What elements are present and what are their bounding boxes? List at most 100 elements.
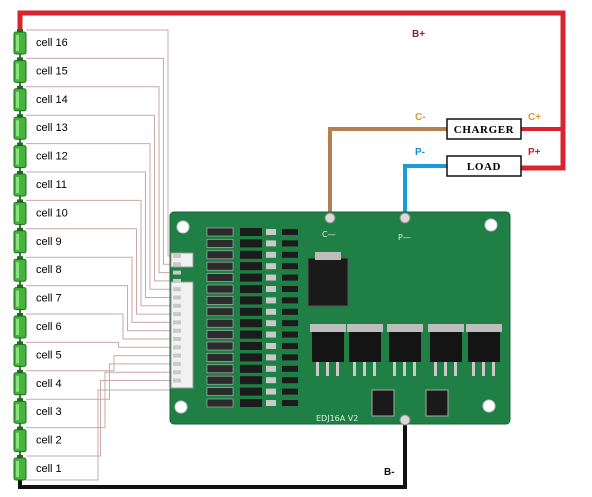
balance-mosfet (240, 228, 262, 236)
b-minus-pad (399, 414, 411, 426)
connector-pin (173, 320, 181, 325)
cell-label: cell 13 (36, 122, 68, 134)
smd-part (266, 308, 276, 315)
balance-sense-wires (26, 29, 171, 481)
balance-connector (170, 281, 194, 389)
pcb-c-minus-label: C— (322, 230, 336, 239)
c-minus-label: C- (415, 112, 426, 123)
battery-cell: cell 4 (13, 369, 62, 396)
battery-cell-highlight (16, 148, 19, 165)
p-minus-label: P- (415, 147, 425, 158)
balance-resistor (206, 239, 234, 248)
battery-cell: cell 2 (13, 426, 62, 453)
balance-mosfet (240, 239, 262, 248)
battery-cell-highlight (16, 375, 19, 392)
smd-part (282, 354, 298, 361)
cell-label: cell 11 (36, 179, 67, 191)
smd-part (282, 240, 298, 247)
smd-part (282, 229, 298, 235)
load-label: LOAD (467, 161, 501, 173)
battery-cell: cell 11 (13, 171, 67, 197)
battery-cell-cap (17, 455, 23, 458)
smd-part (282, 343, 298, 349)
cell-label: cell 14 (36, 94, 68, 106)
battery-cell-body (13, 287, 27, 311)
cell-label: cell 7 (36, 293, 62, 305)
smd-part (266, 354, 276, 361)
cell-label: cell 15 (36, 65, 68, 77)
connector-pin (173, 278, 181, 283)
mosfet-leg (326, 362, 329, 376)
battery-cell: cell 9 (13, 227, 62, 254)
smd-part (266, 388, 276, 395)
battery-cell-cap (17, 85, 23, 89)
mosfet-leg (444, 362, 447, 376)
sense-wire (26, 86, 171, 274)
smd-part (266, 320, 276, 327)
cell-label: cell 9 (36, 236, 62, 248)
c-plus-label: C+ (528, 112, 541, 123)
connector-pin (173, 254, 181, 258)
balance-mosfet (240, 364, 262, 373)
b-minus-label: B- (384, 467, 395, 478)
smd-part (266, 297, 276, 304)
balance-resistor (206, 273, 234, 282)
balance-mosfet (240, 262, 262, 271)
battery-cell-body (13, 429, 27, 453)
battery-cell-body (13, 457, 27, 481)
sense-wire (26, 143, 171, 290)
battery-cell-highlight (16, 347, 19, 364)
sense-wire (26, 355, 171, 372)
connector-pin (173, 353, 181, 358)
battery-cell-cap (17, 227, 23, 231)
battery-cell-body (13, 201, 27, 225)
battery-cell-body (13, 372, 27, 396)
battery-cell: cell 6 (13, 313, 62, 339)
battery-cell-cap (17, 426, 23, 430)
battery-cell-cap (17, 171, 23, 174)
cell-label: cell 4 (36, 378, 62, 390)
cell-label: cell 16 (36, 37, 68, 49)
connector-pin (173, 378, 181, 383)
battery-cell-body (13, 315, 27, 339)
connector-pin (173, 361, 181, 366)
smd-part (266, 240, 276, 247)
balance-mosfet (240, 319, 262, 328)
balance-mosfet (240, 399, 262, 407)
mosfet-leg (316, 362, 319, 376)
battery-cell-body (13, 343, 27, 367)
pcb-model-label: EDJ16A V2 (316, 414, 358, 423)
shunt-left (371, 389, 395, 417)
balance-resistor (206, 261, 234, 271)
mosfet-leg (492, 362, 495, 376)
balance-resistor (206, 387, 234, 396)
smd-part (282, 331, 298, 338)
power-mosfet (310, 324, 346, 376)
battery-cell: cell 3 (13, 398, 62, 424)
battery-cell-body (13, 31, 27, 55)
sense-wire (26, 313, 171, 340)
balance-resistor (206, 330, 234, 339)
mosfet-tab (347, 324, 383, 332)
battery-cell: cell 8 (13, 256, 62, 282)
load-negative-wire (403, 164, 447, 214)
cell-label: cell 3 (36, 406, 62, 418)
bms-pcb: C— P— EDJ16A V2 (169, 211, 511, 426)
smd-part (282, 377, 298, 384)
balance-mosfet (240, 376, 262, 385)
balance-resistor (206, 341, 234, 351)
sense-wire (26, 363, 171, 400)
smd-part (282, 274, 298, 281)
cell-label: cell 8 (36, 264, 62, 276)
mosfet-row (310, 324, 502, 376)
pcb-p-minus-label: P— (398, 233, 411, 242)
balance-resistor (206, 284, 234, 294)
mounting-hole (482, 399, 496, 413)
battery-cell-body (13, 116, 27, 140)
smd-part (266, 365, 276, 372)
balance-resistor (206, 364, 234, 374)
smd-part (282, 400, 298, 406)
power-mosfet (466, 324, 502, 376)
balance-resistor (206, 307, 234, 317)
